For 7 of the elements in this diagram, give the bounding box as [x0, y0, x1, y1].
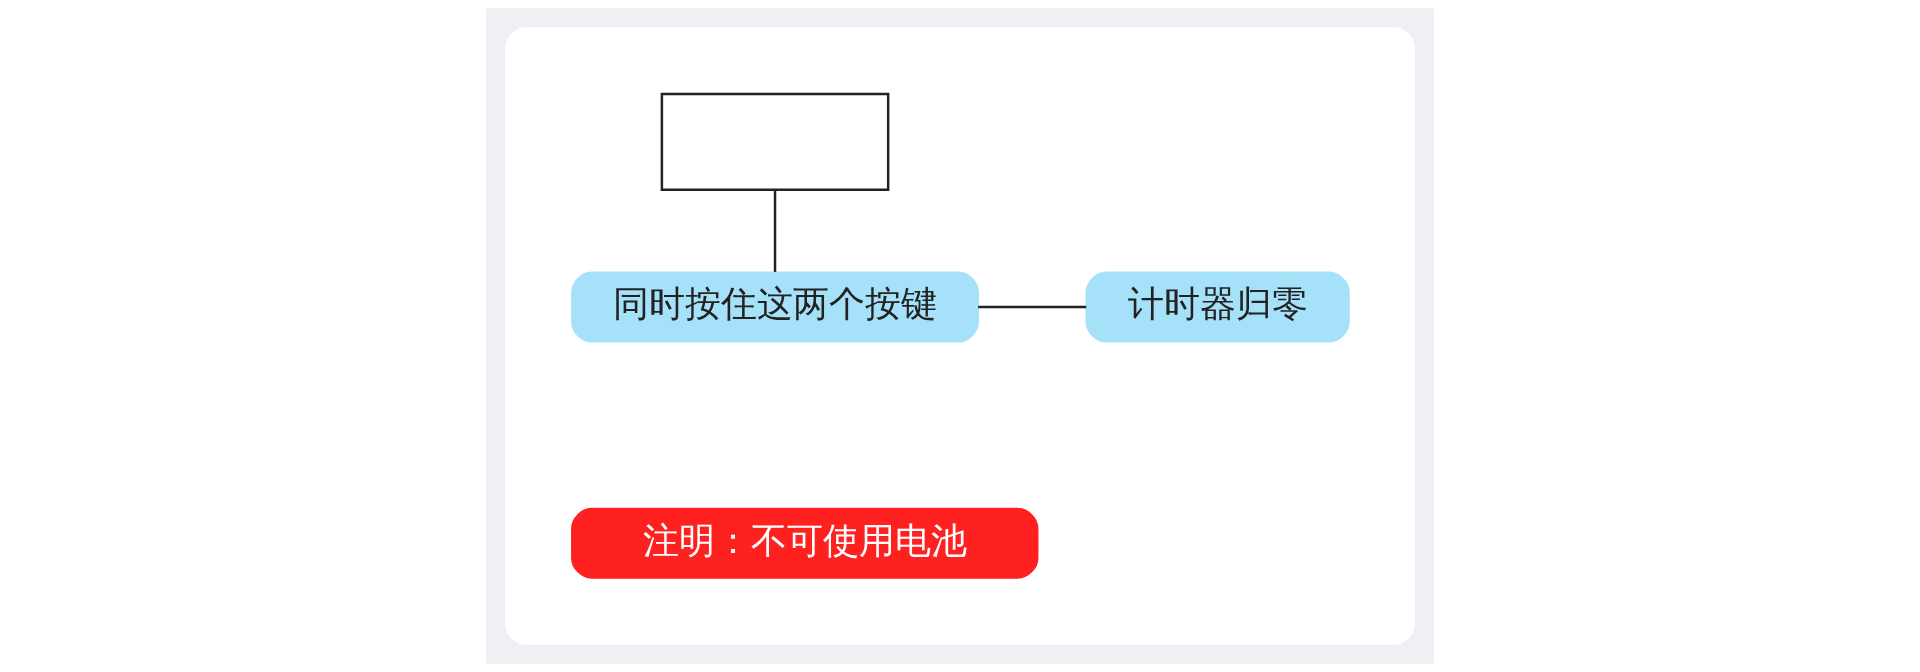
cluster [505, 27, 1415, 645]
node-box: 计时器归零 [1085, 271, 1350, 343]
node-box: 同时按住这两个按键 [571, 271, 979, 343]
connector [978, 305, 1087, 309]
node-box: 注明：不可使用电池 [571, 507, 1039, 579]
node-box [660, 92, 890, 192]
connector [773, 189, 777, 272]
